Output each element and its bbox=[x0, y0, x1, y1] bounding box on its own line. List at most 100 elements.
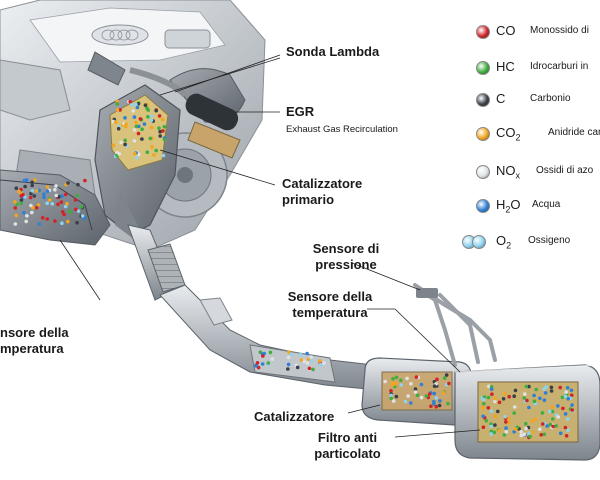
molecule-dot bbox=[507, 394, 512, 399]
molecule-dot bbox=[30, 189, 35, 193]
molecule-dot bbox=[140, 137, 144, 141]
molecule-dot bbox=[30, 210, 34, 215]
molecule-dot bbox=[564, 434, 569, 438]
molecule-dot bbox=[512, 411, 516, 415]
molecule-dot bbox=[444, 373, 449, 377]
molecule-dot bbox=[432, 402, 436, 406]
legend-symbol: NOx bbox=[496, 163, 520, 181]
molecule-dot bbox=[45, 185, 50, 189]
molecule-dot bbox=[74, 207, 78, 212]
label-sensore-temperatura-right-2: temperatura bbox=[292, 305, 368, 320]
legend-symbol: H2O bbox=[496, 197, 521, 215]
molecule-dot bbox=[28, 195, 33, 200]
legend-name: Acqua bbox=[532, 199, 561, 210]
molecule-dot bbox=[45, 217, 49, 221]
molecule-dot bbox=[530, 430, 535, 435]
molecule-dot bbox=[79, 205, 84, 209]
molecule-dot bbox=[551, 424, 555, 429]
molecule-dot bbox=[322, 361, 326, 365]
molecule-dot bbox=[157, 126, 161, 130]
molecule-dot bbox=[116, 126, 121, 131]
molecule-dot bbox=[415, 393, 420, 398]
molecule-dot bbox=[286, 362, 291, 367]
molecule-dot bbox=[434, 396, 439, 400]
molecule-dot bbox=[548, 422, 553, 427]
molecule-dot bbox=[539, 433, 543, 437]
molecule-dot bbox=[13, 206, 18, 210]
molecule-dot bbox=[115, 99, 120, 104]
molecule-dot bbox=[487, 384, 491, 389]
legend-symbol: HC bbox=[496, 59, 515, 74]
molecule-dot bbox=[268, 350, 273, 355]
molecule-dot bbox=[22, 178, 27, 183]
molecule-dot bbox=[391, 399, 396, 403]
molecule-dot bbox=[60, 221, 64, 225]
molecule-dot bbox=[383, 379, 388, 384]
molecule-dot bbox=[527, 431, 531, 435]
molecule-dot bbox=[261, 354, 265, 358]
molecule-dot bbox=[532, 393, 536, 398]
molecule-dot bbox=[60, 210, 65, 214]
molecule-dot bbox=[63, 204, 68, 209]
molecule-dot bbox=[391, 383, 395, 387]
molecule-dot bbox=[389, 389, 393, 393]
molecule-dot bbox=[65, 201, 69, 206]
molecule-dot bbox=[564, 390, 568, 394]
molecule-dot bbox=[447, 381, 451, 386]
molecule-dot bbox=[569, 388, 574, 393]
molecule-dot bbox=[547, 409, 552, 414]
molecule-dot bbox=[295, 365, 300, 370]
legend-name: Carbonio bbox=[530, 93, 571, 104]
molecule-dot bbox=[504, 426, 508, 430]
molecule-dot bbox=[56, 202, 60, 207]
molecule-dot bbox=[302, 359, 306, 364]
molecule-dot bbox=[523, 392, 527, 396]
molecule-dot bbox=[145, 150, 150, 154]
molecule-dot bbox=[30, 180, 34, 185]
molecule-dot bbox=[154, 148, 158, 153]
molecule-dot bbox=[146, 115, 150, 119]
molecule-dot bbox=[115, 102, 120, 106]
molecule-dot bbox=[549, 385, 554, 390]
molecule-dot bbox=[66, 181, 70, 185]
molecule-dot bbox=[519, 430, 523, 434]
legend-name: Ossigeno bbox=[528, 235, 571, 246]
molecule-dot bbox=[132, 151, 137, 156]
molecule-dot bbox=[162, 137, 167, 142]
molecule-dot bbox=[29, 203, 33, 208]
legend-name: Anidride carb bbox=[548, 127, 600, 138]
molecule-dot bbox=[497, 428, 502, 433]
molecule-dot bbox=[132, 139, 137, 143]
label-catalizzatore-primario-1: Catalizzatore bbox=[282, 176, 363, 191]
molecule-dot bbox=[307, 366, 312, 371]
legend-name: Idrocarburi in bbox=[530, 61, 589, 72]
molecule-dot bbox=[405, 376, 409, 381]
molecule-dot bbox=[504, 430, 509, 434]
molecule-dot bbox=[522, 432, 527, 437]
molecule-dot bbox=[490, 392, 494, 397]
molecule-dot bbox=[129, 102, 134, 107]
molecule-dot bbox=[154, 108, 158, 113]
molecule-dot bbox=[40, 216, 45, 220]
molecule-dot bbox=[566, 397, 570, 401]
molecule-dot bbox=[150, 145, 154, 149]
molecule-dot bbox=[522, 396, 526, 400]
molecule-dot bbox=[13, 222, 18, 226]
molecule-dot bbox=[136, 131, 141, 136]
molecule-dot bbox=[492, 430, 497, 435]
molecule-dot bbox=[570, 403, 574, 407]
molecule-dot bbox=[394, 375, 399, 380]
molecule-dot bbox=[17, 189, 21, 194]
molecule-dot bbox=[566, 428, 570, 433]
molecule-dot bbox=[76, 182, 80, 187]
molecule-dot bbox=[496, 409, 500, 414]
molecule-dot bbox=[409, 401, 413, 405]
molecule-dot bbox=[138, 117, 143, 121]
molecule-dot bbox=[149, 114, 154, 118]
molecule-dot bbox=[54, 193, 59, 198]
molecule-dot bbox=[76, 209, 81, 213]
molecule-dot bbox=[42, 195, 46, 200]
molecule-dot bbox=[286, 367, 290, 371]
molecule-dot bbox=[512, 394, 516, 399]
molecule-dot bbox=[524, 421, 528, 426]
